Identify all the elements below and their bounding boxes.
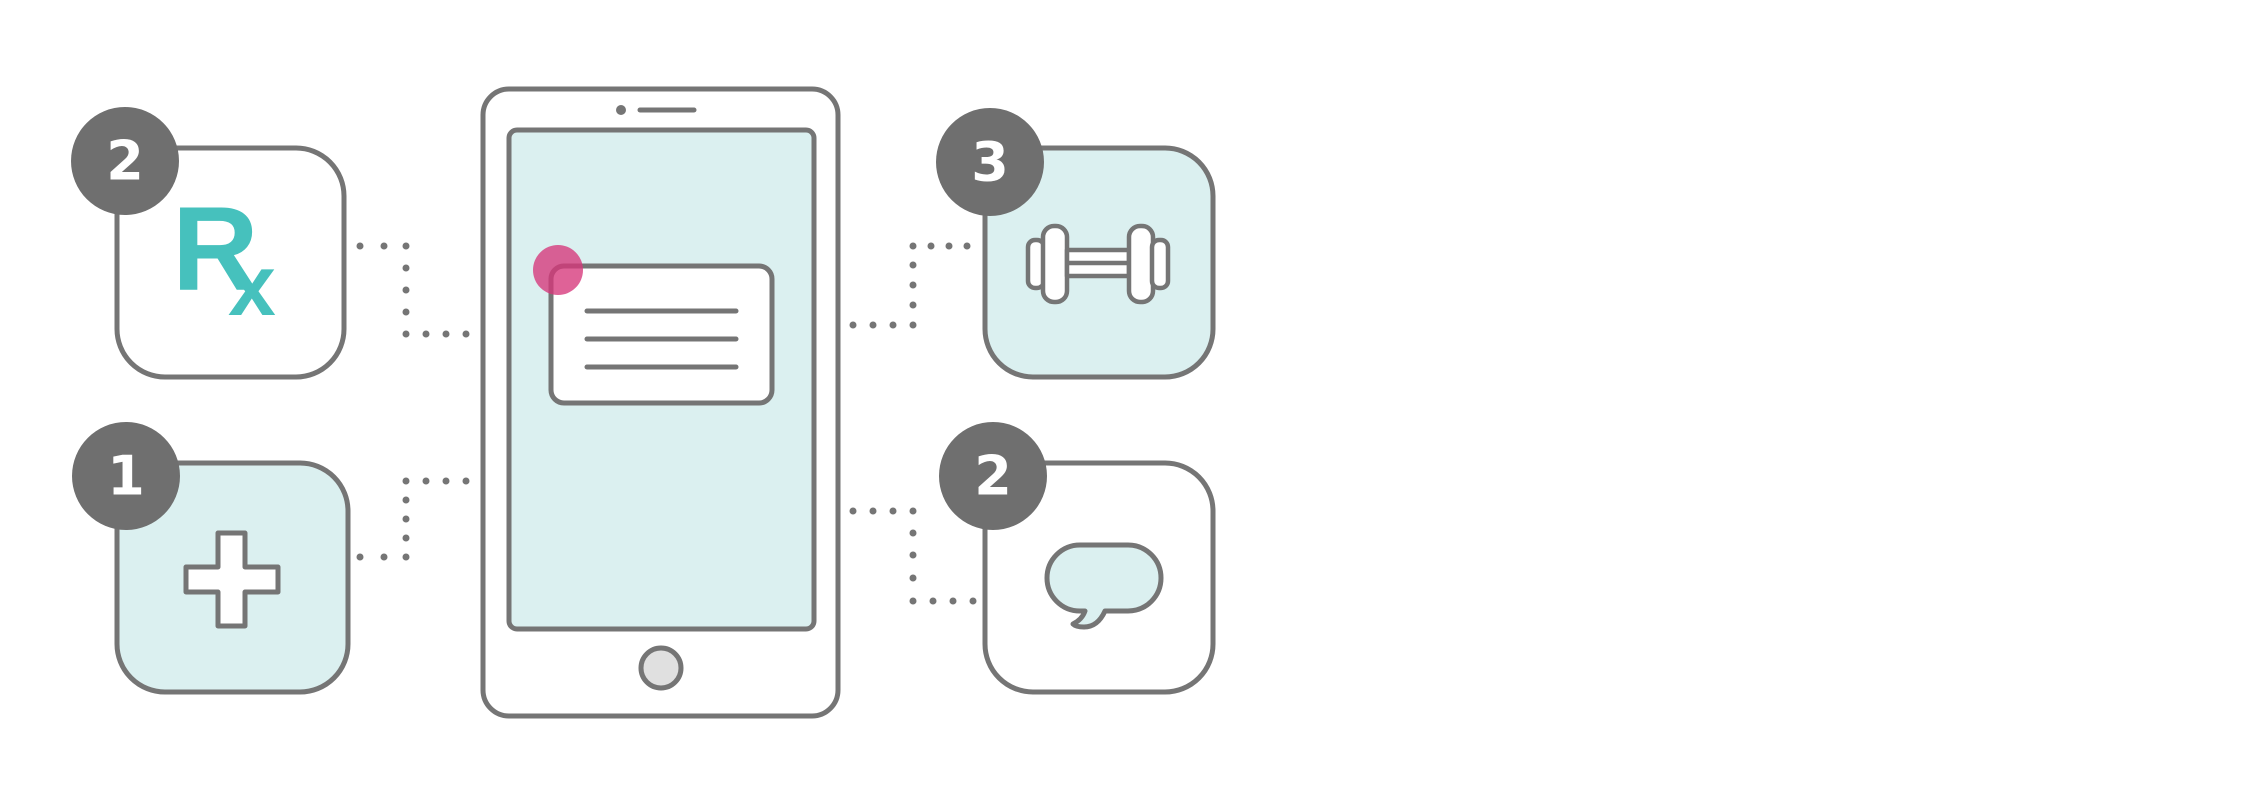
tile-prescription-box	[114, 145, 347, 380]
connector-phone-to-fitness	[849, 242, 971, 329]
medical-cross-icon	[183, 530, 281, 629]
rx-letter-x: x	[228, 238, 276, 334]
tile-prescription: R x 2	[71, 107, 347, 380]
tile-messaging: 2	[939, 422, 1216, 695]
badge-prescription-number: 2	[106, 130, 144, 193]
badge-messaging	[939, 422, 1047, 530]
phone	[480, 86, 841, 719]
connector-phone-to-messaging	[849, 507, 977, 605]
connector-medical-to-phone	[356, 477, 470, 561]
rx-letter-r: R	[172, 182, 259, 316]
text-card-icon	[548, 263, 775, 406]
speech-bubble-icon	[1044, 542, 1164, 630]
badge-prescription	[71, 107, 179, 215]
badge-fitness-number: 3	[971, 131, 1009, 194]
badge-messaging-number: 2	[974, 445, 1012, 508]
tile-medical: 1	[72, 422, 351, 695]
badge-medical	[72, 422, 180, 530]
badge-fitness	[936, 108, 1044, 216]
dumbbell-icon	[1025, 223, 1171, 305]
notification-dot-icon	[533, 245, 583, 295]
rx-symbol: R x	[172, 182, 276, 334]
tile-fitness: 3	[936, 108, 1216, 380]
phone-camera	[616, 105, 626, 115]
connector-prescription-to-phone	[356, 242, 470, 338]
badge-medical-number: 1	[107, 445, 145, 508]
home-button-icon	[638, 645, 684, 691]
